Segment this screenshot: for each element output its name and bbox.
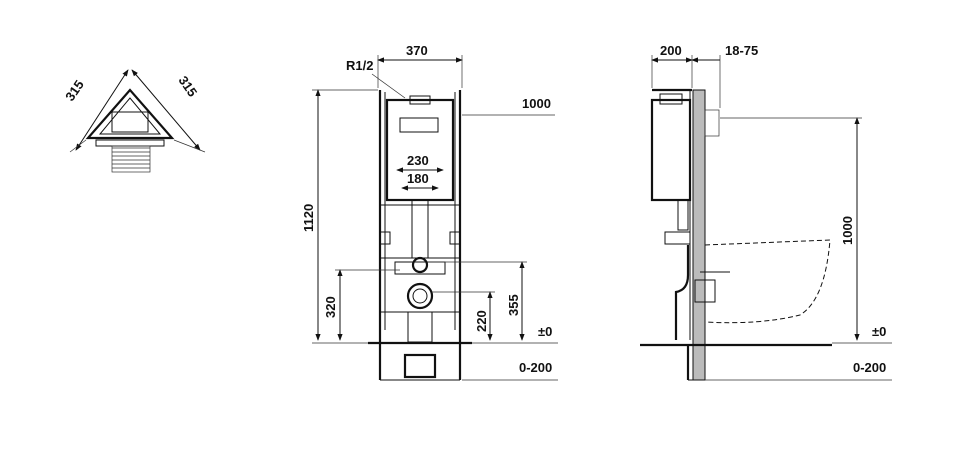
- corner-view: 315 315: [62, 69, 206, 173]
- side-floor-level-label: ±0: [872, 324, 886, 339]
- opening-outer-label: 230: [407, 153, 429, 168]
- opening-inner-label: 180: [407, 171, 429, 186]
- inlet-height-label: 220: [474, 310, 489, 332]
- corner-dim-right: 315: [176, 73, 201, 99]
- corner-dim-left: 315: [62, 77, 87, 103]
- total-height-label: 1120: [301, 204, 316, 232]
- front-actuator-height-label: 1000: [522, 96, 551, 111]
- side-view: 200 18-75 1000 ±0 0-200: [640, 43, 892, 381]
- side-floor-adjust-label: 0-200: [853, 360, 886, 375]
- front-width-label: 370: [406, 43, 428, 58]
- wall-adjust-label: 18-75: [725, 43, 758, 58]
- front-floor-level-label: ±0: [538, 324, 552, 339]
- thread-label: R1/2: [346, 58, 373, 73]
- drain-height-label: 320: [323, 296, 338, 318]
- front-view: 370 R1/2 230 180 1000 1120 320 220 355 ±…: [301, 43, 558, 381]
- side-actuator-height-label: 1000: [840, 216, 855, 245]
- side-depth-label: 200: [660, 43, 682, 58]
- supply-height-label: 355: [506, 294, 521, 316]
- front-floor-adjust-label: 0-200: [519, 360, 552, 375]
